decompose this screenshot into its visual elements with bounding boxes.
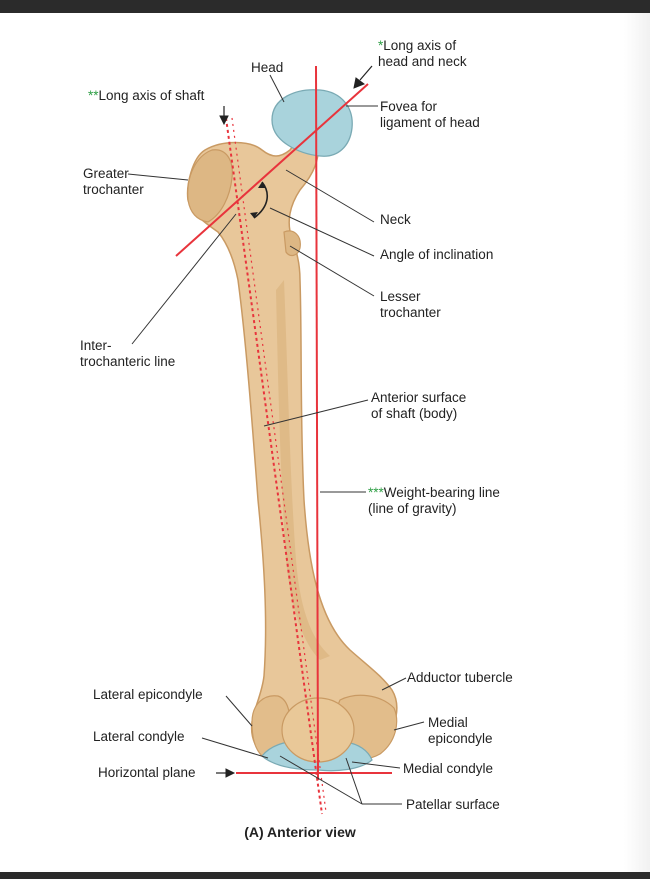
label-weight-bearing-line: ***Weight-bearing line (line of gravity) <box>368 485 500 517</box>
lesser-trochanter-line2: trochanter <box>380 305 441 320</box>
long-axis-head-neck-line <box>175 83 369 257</box>
leader-lines <box>127 74 425 805</box>
label-long-axis-head-neck: *Long axis of head and neck <box>378 38 467 70</box>
star-marker: ** <box>88 88 99 103</box>
lesser-trochanter-shape <box>283 230 301 257</box>
weight-bearing-line2: (line of gravity) <box>368 501 457 516</box>
label-anterior-surface: Anterior surface of shaft (body) <box>371 390 466 422</box>
long-axis-shaft-line-2 <box>231 117 327 813</box>
fovea-line1: Fovea for <box>380 99 438 114</box>
label-adductor-tubercle: Adductor tubercle <box>407 670 513 685</box>
long-axis-shaft-text: Long axis of shaft <box>98 88 205 103</box>
label-lateral-epicondyle: Lateral epicondyle <box>93 687 203 702</box>
label-lateral-condyle: Lateral condyle <box>93 729 185 744</box>
label-angle-of-inclination: Angle of inclination <box>380 247 494 262</box>
fovea-line2: ligament of head <box>380 115 480 130</box>
femur-shaft <box>186 122 398 759</box>
label-head: Head <box>251 60 284 75</box>
label-horizontal-plane: Horizontal plane <box>98 765 196 780</box>
long-axis-head-neck-line1: Long axis of <box>383 38 457 53</box>
medial-epicondyle-line1: Medial <box>428 715 468 730</box>
arrows <box>216 65 373 778</box>
weight-bearing-line <box>315 65 319 781</box>
label-fovea: Fovea for ligament of head <box>380 99 480 131</box>
anterior-surface-line1: Anterior surface <box>371 390 467 405</box>
star-marker: * <box>378 38 384 53</box>
label-lesser-trochanter: Lesser trochanter <box>380 289 441 321</box>
greater-trochanter-line1: Greater <box>83 166 129 181</box>
right-page-edge <box>624 13 650 872</box>
lesser-trochanter-line1: Lesser <box>380 289 421 304</box>
star-marker: *** <box>368 485 384 500</box>
medial-epicondyle-line2: epicondyle <box>428 731 493 746</box>
intertrochanteric-line2: trochanteric line <box>80 354 176 369</box>
intertrochanteric-line1: Inter- <box>80 338 112 353</box>
label-long-axis-shaft: **Long axis of shaft <box>88 88 204 104</box>
long-axis-head-neck-line2: head and neck <box>378 54 467 69</box>
figure-caption: (A) Anterior view <box>244 824 356 840</box>
greater-trochanter-line2: trochanter <box>83 182 144 197</box>
label-greater-trochanter: Greater trochanter <box>83 166 144 198</box>
label-medial-condyle: Medial condyle <box>403 761 494 776</box>
label-medial-epicondyle: Medial epicondyle <box>428 715 493 747</box>
reference-lines <box>175 65 392 815</box>
bottom-dark-bar <box>0 872 650 879</box>
label-neck: Neck <box>380 212 411 227</box>
shaft-shading <box>276 280 330 660</box>
greater-trochanter-shape <box>187 149 233 223</box>
label-patellar-surface: Patellar surface <box>406 797 500 812</box>
weight-bearing-line1: Weight-bearing line <box>383 485 500 500</box>
femoral-head <box>271 89 353 157</box>
angle-arc <box>250 181 269 219</box>
top-dark-bar <box>0 0 650 13</box>
label-intertrochanteric-line: Inter- trochanteric line <box>80 338 175 370</box>
anterior-surface-line2: of shaft (body) <box>371 406 458 421</box>
femur-bone <box>186 89 398 772</box>
